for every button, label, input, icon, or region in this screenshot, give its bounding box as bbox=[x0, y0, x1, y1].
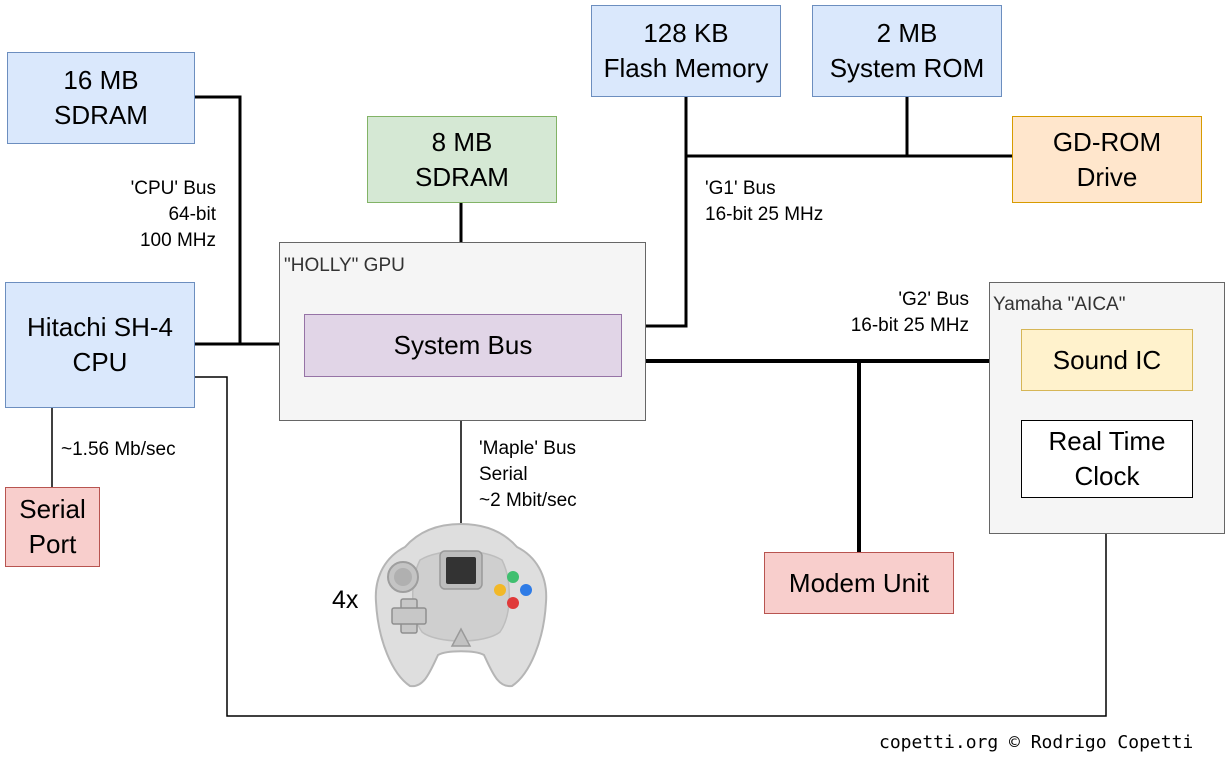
serial-rate-label: ~1.56 Mb/sec bbox=[61, 439, 176, 460]
gd-rom-drive-box: GD-ROM Drive bbox=[1012, 116, 1202, 203]
holly-gpu-title: "HOLLY" GPU bbox=[284, 255, 405, 276]
system-bus-box: System Bus bbox=[304, 314, 622, 377]
flash-memory-box: 128 KB Flash Memory bbox=[591, 5, 781, 97]
modem-unit-box: Modem Unit bbox=[764, 552, 954, 614]
cpu-bus-label: 'CPU' Bus 64-bit 100 MHz bbox=[130, 178, 216, 251]
controller-count-label: 4x bbox=[332, 586, 359, 614]
sdram-8mb-box: 8 MB SDRAM bbox=[367, 116, 557, 203]
g1-bus-label: 'G1' Bus 16-bit 25 MHz bbox=[705, 178, 824, 225]
real-time-clock-box: Real Time Clock bbox=[1021, 420, 1193, 498]
gamepad-icon bbox=[374, 522, 548, 688]
hitachi-cpu-box: Hitachi SH-4 CPU bbox=[5, 282, 195, 408]
serial-port-box: Serial Port bbox=[5, 487, 100, 567]
maple-bus-label: 'Maple' Bus Serial ~2 Mbit/sec bbox=[479, 438, 577, 511]
copyright-credit: copetti.org © Rodrigo Copetti bbox=[879, 732, 1194, 753]
g2-bus-label: 'G2' Bus 16-bit 25 MHz bbox=[850, 289, 969, 336]
sound-ic-box: Sound IC bbox=[1021, 329, 1193, 391]
cpu-rtc-line bbox=[195, 376, 1107, 717]
cpu-bus-line bbox=[195, 95, 242, 344]
aica-title: Yamaha "AICA" bbox=[993, 294, 1126, 315]
system-rom-box: 2 MB System ROM bbox=[812, 5, 1002, 97]
sdram-16mb-box: 16 MB SDRAM bbox=[7, 52, 195, 144]
